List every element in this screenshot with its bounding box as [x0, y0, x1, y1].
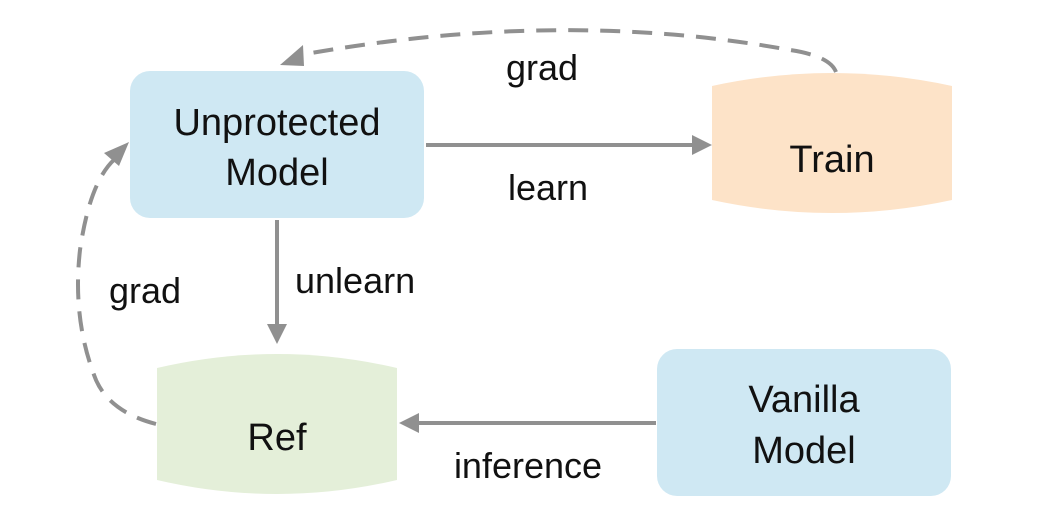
- ref-cylinder: [157, 354, 397, 494]
- vanilla-model-label-line2: Model: [752, 430, 856, 472]
- inference-arrowhead: [399, 413, 419, 433]
- grad-left-arrowhead: [104, 142, 129, 166]
- vanilla-model-node: Vanilla Model: [657, 349, 951, 496]
- learn-edge: learn: [426, 135, 712, 208]
- learn-label: learn: [508, 167, 588, 208]
- unlearn-arrowhead: [267, 324, 287, 344]
- unprotected-model-label-line1: Unprotected: [173, 102, 380, 144]
- unprotected-model-label-line2: Model: [225, 152, 329, 194]
- inference-label: inference: [454, 445, 602, 486]
- unprotected-model-box: [130, 71, 424, 218]
- unlearn-edge: unlearn: [267, 220, 415, 344]
- vanilla-model-box: [657, 349, 951, 496]
- train-cylinder: [712, 73, 952, 213]
- learn-arrowhead: [692, 135, 712, 155]
- ref-label: Ref: [247, 417, 307, 459]
- unprotected-model-node: Unprotected Model: [130, 71, 424, 218]
- grad-top-arrowhead: [280, 45, 304, 66]
- inference-edge: inference: [399, 413, 656, 486]
- grad-top-edge: grad: [280, 28, 838, 88]
- grad-top-label: grad: [506, 47, 578, 88]
- train-node: Train: [712, 73, 952, 213]
- unlearn-label: unlearn: [295, 260, 415, 301]
- vanilla-model-label-line1: Vanilla: [748, 379, 860, 421]
- grad-left-edge: grad: [76, 142, 181, 426]
- grad-left-dashed-curve: [76, 156, 157, 426]
- grad-left-label: grad: [109, 270, 181, 311]
- train-label: Train: [789, 139, 874, 181]
- ref-node: Ref: [157, 354, 397, 494]
